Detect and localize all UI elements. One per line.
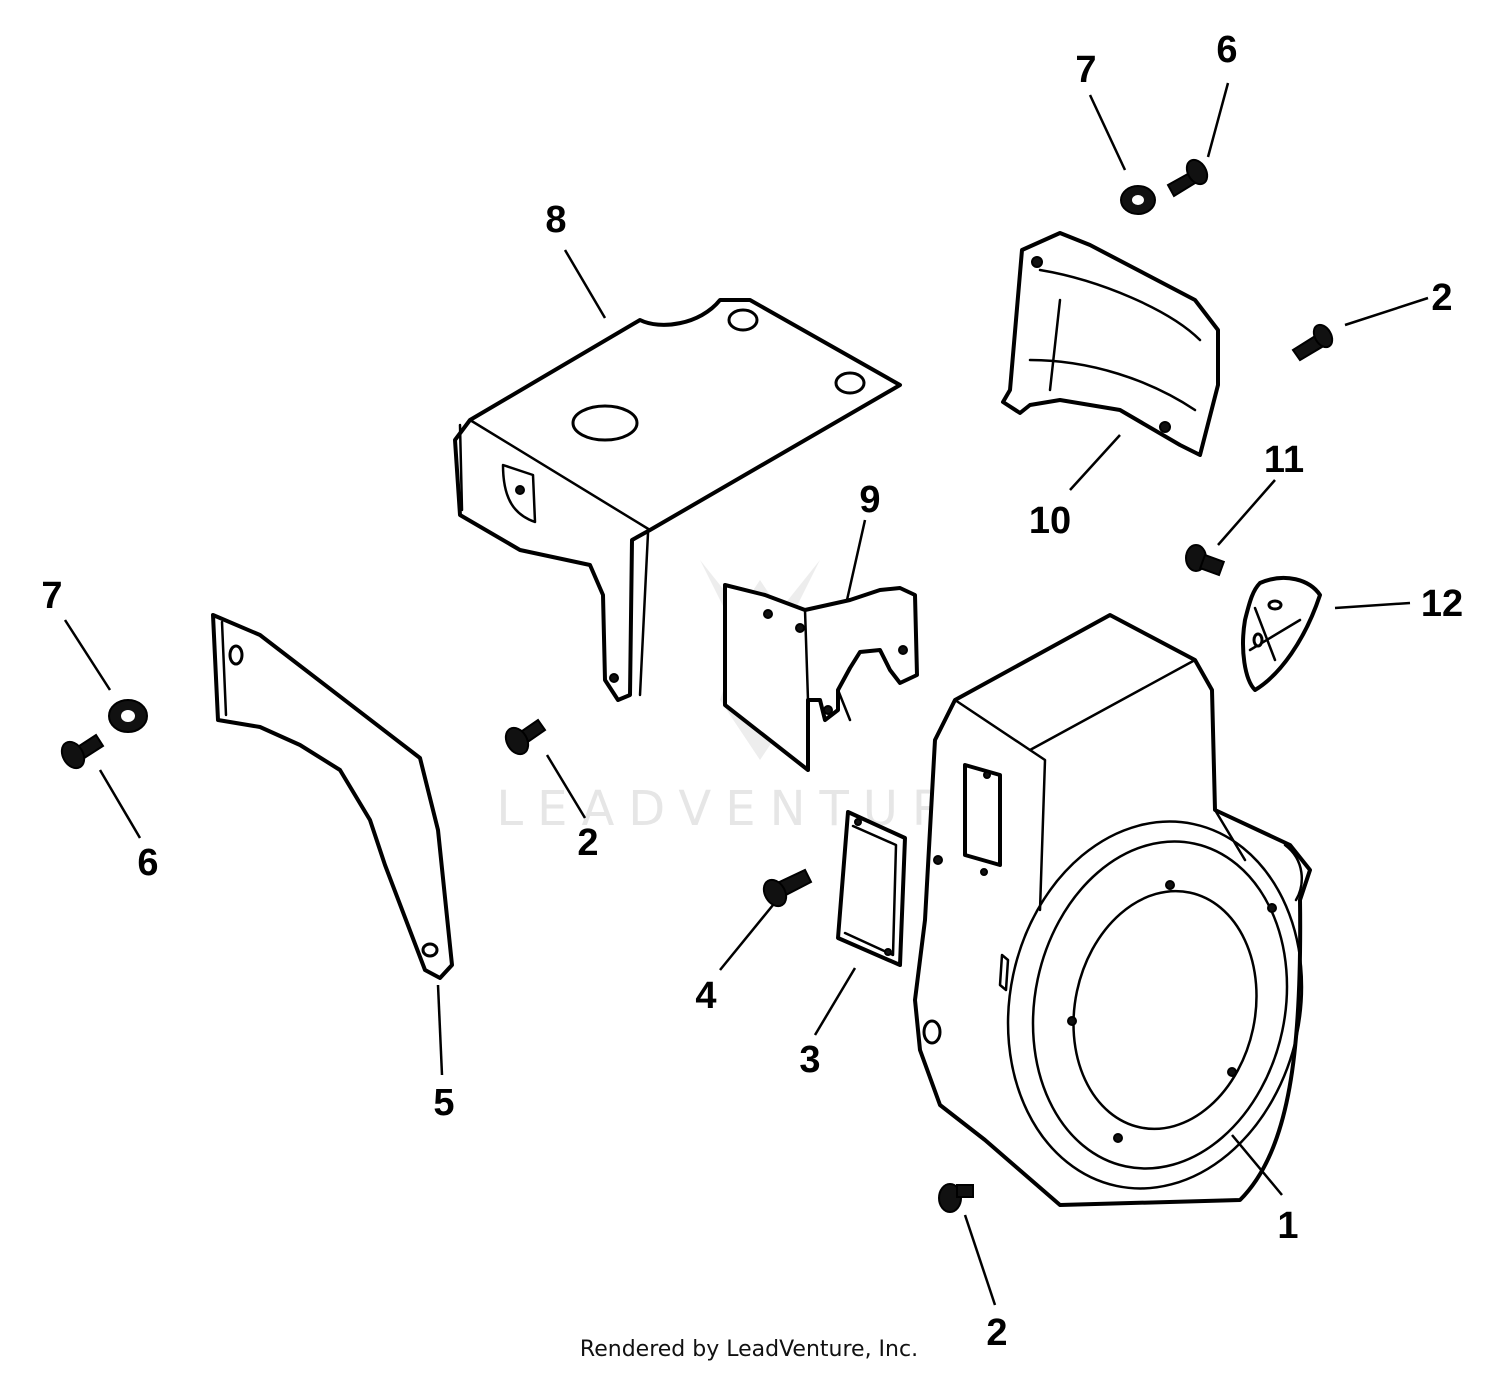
part-6-screw-left [60,733,105,770]
part-10-baffle [1001,231,1220,457]
part-3-cover-plate [836,810,907,967]
callout-4: 4 [695,975,716,1017]
part-9-bracket [723,583,919,772]
part-6-screw-top [1166,158,1209,198]
part-7-washer-left [108,699,148,733]
part-2-screw-middle [504,718,547,756]
part-2-screw-right [1291,323,1334,362]
callout-11: 11 [1264,439,1304,481]
part-11-nut [1185,544,1226,577]
callout-8: 8 [545,199,566,241]
credit-text: Rendered by LeadVenture, Inc. [580,1337,918,1362]
callout-1: 1 [1277,1205,1298,1247]
callout-2-middle: 2 [577,822,598,864]
part-7-washer-top [1120,185,1156,215]
housing-rectangular-opening [963,763,1002,867]
callout-5: 5 [433,1082,454,1124]
callout-2-bottom: 2 [986,1312,1007,1354]
part-5-side-shield [211,613,454,980]
callout-6-top: 6 [1216,29,1237,71]
part-2-screw-bottom [938,1183,974,1213]
shroud-mount-hole [727,308,759,332]
callout-10: 10 [1029,500,1071,542]
shroud-hole [571,404,639,442]
callout-9: 9 [859,479,880,521]
callout-6-left: 6 [137,842,158,884]
callout-7-top: 7 [1075,49,1096,91]
callout-2-right: 2 [1431,277,1452,319]
part-4-screw [762,868,813,908]
watermark-text: LEADVENTURE [496,781,1003,837]
part-1-blower-housing [913,613,1312,1207]
part-12-disc-cover [1241,575,1322,692]
callout-7-left: 7 [41,575,62,617]
part-8-top-shroud [453,298,902,702]
leader-lines [63,82,1429,1306]
callout-3: 3 [799,1039,820,1081]
callout-12: 12 [1421,583,1463,625]
shroud-mount-hole [834,371,866,395]
